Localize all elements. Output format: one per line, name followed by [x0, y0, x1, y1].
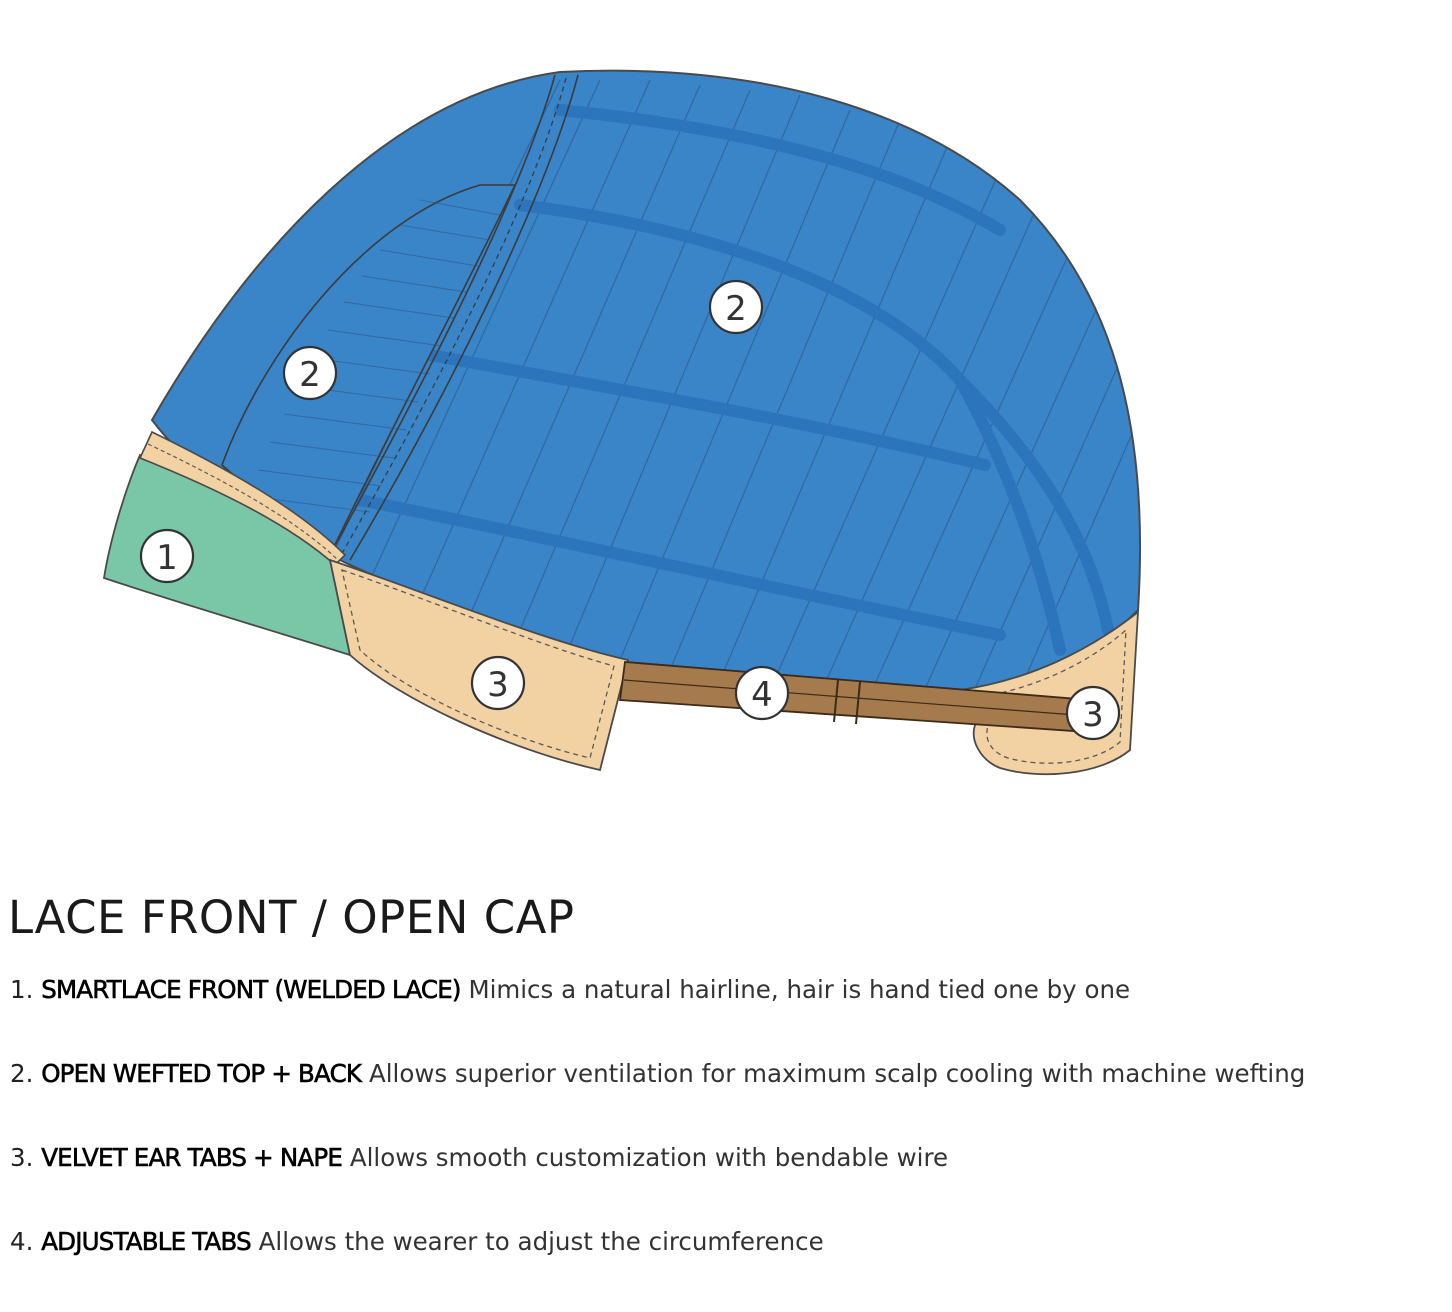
feature-number: 3. [10, 1143, 34, 1172]
feature-name: ADJUSTABLE TABS [41, 1227, 252, 1257]
svg-text:2: 2 [299, 355, 321, 395]
marker-2-strip: 2 [282, 345, 338, 401]
feature-item-1: 1. SMARTLACE FRONT (WELDED LACE) Mimics … [10, 968, 1305, 1052]
marker-2-top: 2 [708, 279, 764, 335]
svg-text:3: 3 [1082, 695, 1104, 735]
feature-number: 1. [10, 975, 34, 1004]
cap-diagram: 1 2 2 3 4 3 [102, 69, 1142, 776]
cap-pattern [329, 79, 1139, 690]
svg-text:4: 4 [751, 675, 773, 715]
feature-name: SMARTLACE FRONT (WELDED LACE) [41, 975, 462, 1005]
marker-1: 1 [139, 528, 195, 584]
feature-item-4: 4. ADJUSTABLE TABS Allows the wearer to … [10, 1220, 1305, 1304]
feature-item-2: 2. OPEN WEFTED TOP + BACK Allows superio… [10, 1052, 1305, 1136]
marker-3-front: 3 [470, 655, 526, 711]
feature-description: Allows the wearer to adjust the circumfe… [258, 1227, 824, 1256]
feature-description: Allows superior ventilation for maximum … [368, 1059, 1306, 1088]
feature-name: VELVET EAR TABS + NAPE [41, 1143, 343, 1173]
svg-text:2: 2 [725, 289, 747, 329]
feature-number: 4. [10, 1227, 34, 1256]
svg-text:1: 1 [156, 538, 178, 578]
feature-list: 1. SMARTLACE FRONT (WELDED LACE) Mimics … [10, 968, 1305, 1304]
marker-3-nape: 3 [1065, 685, 1121, 741]
page-title: LACE FRONT / OPEN CAP [8, 891, 575, 944]
feature-name: OPEN WEFTED TOP + BACK [41, 1059, 362, 1089]
feature-description: Mimics a natural hairline, hair is hand … [468, 975, 1131, 1004]
svg-text:3: 3 [487, 665, 509, 705]
feature-description: Allows smooth customization with bendabl… [349, 1143, 949, 1172]
feature-number: 2. [10, 1059, 34, 1088]
marker-4: 4 [734, 665, 790, 721]
feature-item-3: 3. VELVET EAR TABS + NAPE Allows smooth … [10, 1136, 1305, 1220]
